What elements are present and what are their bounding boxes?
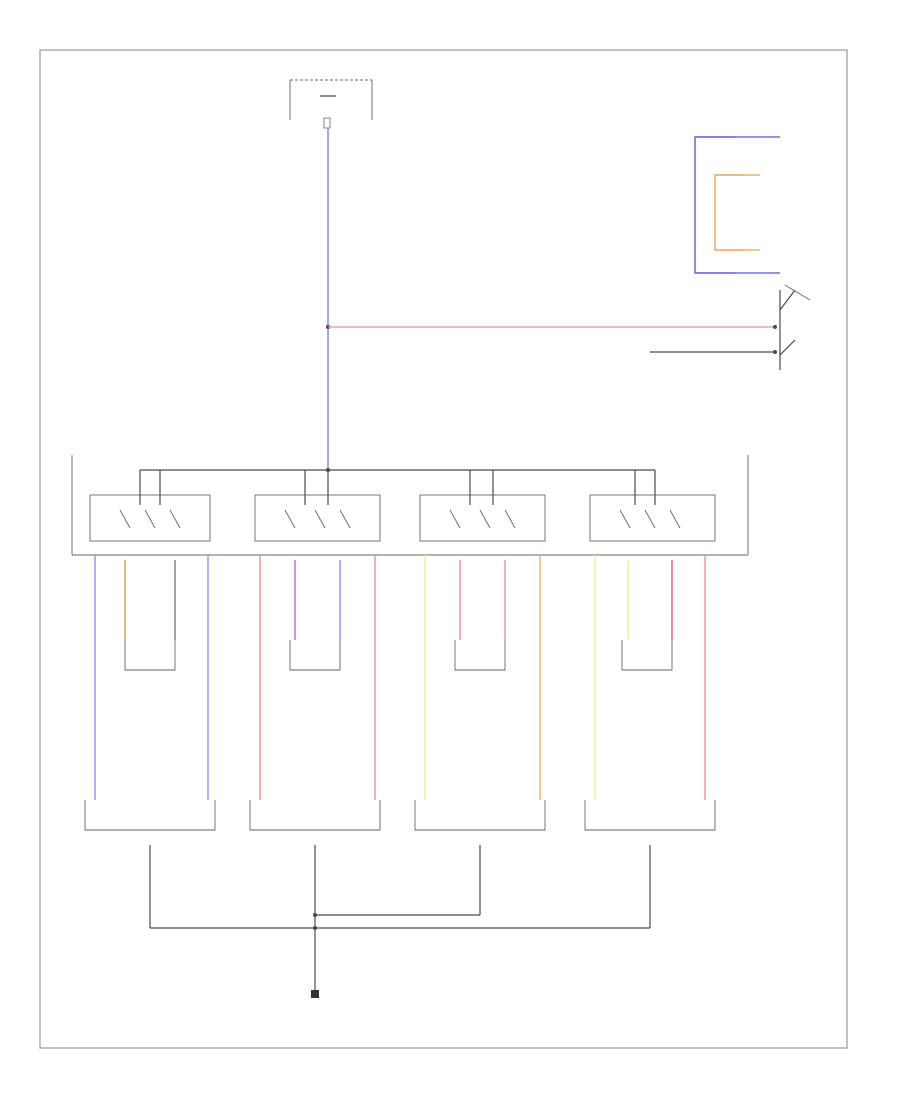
ground-bus <box>149 845 651 990</box>
seat-switch-group-4 <box>589 470 716 542</box>
lower-motor-blocks <box>84 800 716 831</box>
motor-symbols <box>124 640 673 671</box>
seat-switch-group-1 <box>89 470 211 542</box>
diagram-frame <box>39 49 848 1049</box>
lumbar-switch-module <box>779 284 811 370</box>
ground-point <box>311 990 319 998</box>
motor-wires <box>94 555 706 800</box>
fuse-block <box>289 79 373 129</box>
seat-switch-group-2 <box>254 470 381 542</box>
switch-module-housing <box>71 455 749 556</box>
connector-legend-box <box>694 136 780 274</box>
seat-switch-group-3 <box>419 470 546 542</box>
